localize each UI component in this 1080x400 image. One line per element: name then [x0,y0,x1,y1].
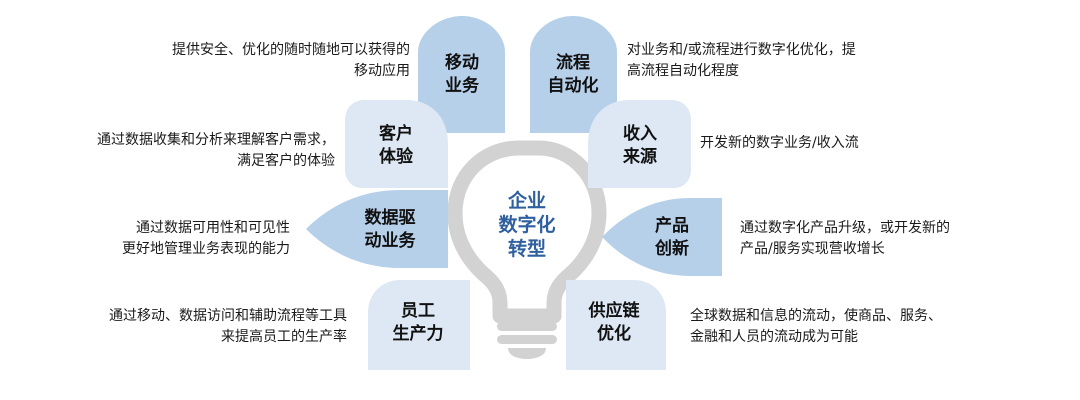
petal-data-driven-business-label-1: 数据驱 [365,207,416,228]
petal-mobile-business: 移动 业务 [418,16,505,133]
petal-product-innovation: 产品 创新 [602,198,722,276]
center-title-line-3: 转型 [508,237,546,260]
petal-revenue-source-shape [588,100,691,188]
desc-mobile-business-line-2: 移动应用 [354,63,410,79]
desc-data-driven-business-line-1: 通过数据可用性和可见性 [136,220,290,236]
petal-mobile-business-label-1: 移动 [445,52,479,73]
petal-process-automation-label-1: 流程 [556,52,590,73]
petal-revenue-source-label-2: 来源 [622,146,657,167]
desc-data-driven-business-line-2: 更好地管理业务表现的能力 [122,241,290,257]
petal-supply-chain-optimization-label-2: 优化 [597,323,631,344]
desc-customer-experience: 通过数据收集和分析来理解客户需求， 满足客户的体验 [97,130,335,172]
petal-supply-chain-optimization: 供应链 优化 [566,280,666,370]
petal-data-driven-business: 数据驱 动业务 [306,190,448,268]
desc-revenue-source: 开发新的数字业务/收入流 [700,133,859,154]
petal-customer-experience-label-1: 客户 [378,123,413,144]
petal-data-driven-business-shape [306,190,448,268]
desc-employee-productivity-line-1: 通过移动、数据访问和辅助流程等工具 [109,308,347,324]
petal-process-automation: 流程 自动化 [530,16,617,133]
center-title-line-2: 数字化 [498,213,555,236]
petal-customer-experience-label-2: 体验 [379,146,414,167]
bulb-glass [447,140,607,324]
desc-employee-productivity: 通过移动、数据访问和辅助流程等工具 来提高员工的生产率 [109,306,347,348]
petal-supply-chain-optimization-label-1: 供应链 [588,300,641,321]
desc-supply-chain-optimization-line-2: 金融和人员的流动成为可能 [690,329,858,345]
petal-employee-productivity-label-1: 员工 [401,301,435,321]
petal-process-automation-label-2: 自动化 [548,75,599,96]
light-bulb-icon [447,140,607,359]
petal-customer-experience-shape [345,100,448,188]
bulb-base-ring-2 [497,335,557,344]
petal-mobile-business-shape [418,16,505,133]
petal-revenue-source-label-1: 收入 [623,123,657,144]
desc-customer-experience-line-1: 通过数据收集和分析来理解客户需求， [97,132,335,148]
petal-product-innovation-label-1: 产品 [655,215,689,236]
desc-product-innovation-line-2: 产品/服务实现营收增长 [740,241,885,257]
desc-employee-productivity-line-2: 来提高员工的生产率 [221,329,347,345]
desc-product-innovation: 通过数字化产品升级，或开发新的 产品/服务实现营收增长 [740,218,950,260]
bulb-base-tip [508,348,546,359]
desc-data-driven-business: 通过数据可用性和可见性 更好地管理业务表现的能力 [122,218,290,260]
petal-supply-chain-optimization-shape [566,280,666,370]
desc-process-automation: 对业务和/或流程进行数字化优化，提 高流程自动化程度 [627,40,856,82]
petal-employee-productivity: 员工 生产力 [368,280,470,370]
desc-process-automation-line-2: 高流程自动化程度 [627,63,739,79]
desc-supply-chain-optimization: 全球数据和信息的流动，使商品、服务、 金融和人员的流动成为可能 [690,306,942,348]
petal-product-innovation-label-2: 创新 [654,238,689,259]
petal-employee-productivity-shape [368,280,470,370]
petal-process-automation-shape [530,16,617,133]
desc-mobile-business: 提供安全、优化的随时随地可以获得的 移动应用 [172,40,410,82]
bulb-base-ring-1 [497,322,557,331]
desc-product-innovation-line-1: 通过数字化产品升级，或开发新的 [740,220,950,236]
petal-product-innovation-shape [602,198,722,276]
petal-revenue-source: 收入 来源 [588,100,691,188]
petal-mobile-business-label-2: 业务 [445,75,480,96]
desc-supply-chain-optimization-line-1: 全球数据和信息的流动，使商品、服务、 [690,308,942,324]
desc-mobile-business-line-1: 提供安全、优化的随时随地可以获得的 [172,42,410,58]
petal-employee-productivity-label-2: 生产力 [393,323,444,344]
petal-customer-experience: 客户 体验 [345,100,448,188]
petal-data-driven-business-label-2: 动业务 [365,230,417,251]
desc-process-automation-line-1: 对业务和/或流程进行数字化优化，提 [627,42,856,58]
desc-revenue-source-line-1: 开发新的数字业务/收入流 [700,135,859,151]
desc-customer-experience-line-2: 满足客户的体验 [237,153,335,169]
center-title-line-1: 企业 [507,189,546,212]
